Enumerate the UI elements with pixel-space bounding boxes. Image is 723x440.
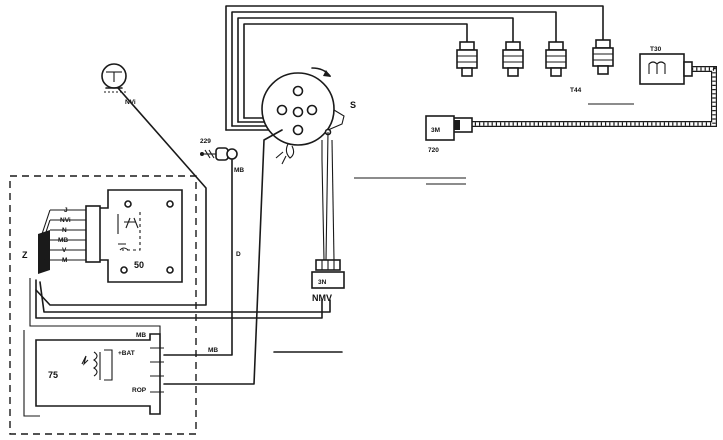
module-mb-label: MB <box>136 332 146 339</box>
spark-plug-2[interactable] <box>502 41 524 77</box>
shielded-cable <box>470 66 717 127</box>
control-unit-label: 50 <box>134 260 144 270</box>
wire-d-label: D <box>236 251 241 258</box>
t30-label: T30 <box>650 46 662 53</box>
harness-z-label: Z <box>22 250 28 260</box>
t30-component[interactable]: T30 <box>639 46 693 85</box>
switch-mb-label: MB <box>234 167 244 174</box>
connecting-wires: D MB <box>29 87 335 385</box>
distributor-label: S <box>350 100 356 110</box>
connector-720-label: 720 <box>428 147 439 154</box>
module-rop-label: ROP <box>132 387 147 394</box>
connector-3n-pins: NMV <box>312 293 332 303</box>
spark-plugs-label: T44 <box>570 87 582 94</box>
module-75[interactable]: 75 +BAT ROP MB <box>23 330 164 417</box>
spark-plug-4[interactable] <box>592 39 614 75</box>
connector-3m[interactable]: 3M 720 <box>425 115 473 154</box>
control-unit-pins: J NVi N MB V M <box>58 207 71 264</box>
gauge[interactable]: NVi <box>101 63 136 106</box>
spark-plug-1[interactable] <box>456 41 478 77</box>
module-75-label: 75 <box>48 370 58 380</box>
connector-3n-label: 3N <box>318 279 327 286</box>
spark-plug-3[interactable] <box>545 41 567 77</box>
connector-3m-label: 3M <box>431 127 440 134</box>
connector-3n[interactable]: 3N NMV <box>311 259 345 303</box>
switch-229[interactable]: 229 MB <box>200 138 244 174</box>
switch-229-label: 229 <box>200 138 211 145</box>
harness-z: Z <box>22 209 86 274</box>
reference-marks <box>273 103 634 353</box>
module-bat-label: +BAT <box>118 350 135 357</box>
distributor[interactable]: S <box>261 67 356 165</box>
control-unit[interactable]: 50 <box>85 189 183 283</box>
spark-plug-leads <box>225 5 604 131</box>
wire-mb-label: MB <box>208 347 218 354</box>
